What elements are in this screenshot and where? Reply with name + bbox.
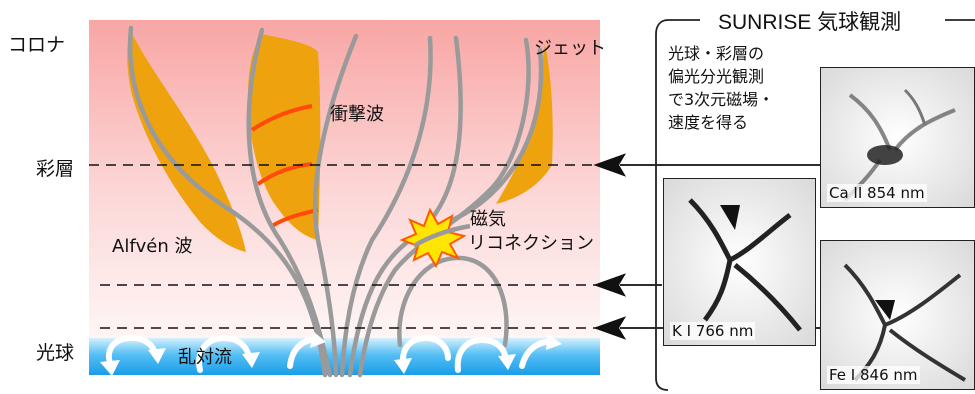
convection-arrowhead (498, 354, 516, 370)
description-line: 速度を得る (668, 113, 749, 132)
convection-arrow (196, 334, 253, 373)
reconnection-line (412, 223, 471, 248)
field-line (312, 33, 359, 378)
field-line (339, 35, 433, 378)
alfven-spicule (127, 30, 246, 252)
convection-arrow (105, 334, 159, 371)
sunrise-bracket (655, 19, 700, 391)
convection-arrow (400, 334, 451, 369)
convection-arrow (454, 336, 509, 373)
corona-label: コロナ (8, 34, 66, 56)
description-line: 偏光分光観測 (668, 67, 765, 86)
convection-arrowhead (100, 360, 120, 376)
shock-spicule (248, 34, 321, 240)
field-line (246, 27, 333, 378)
convection-arrowhead (394, 358, 412, 374)
ca-observation-panel: Ca II 854 nm (820, 67, 975, 208)
observation-description: 光球・彩層の 偏光分光観測 で3次元磁場・ 速度を得る (668, 42, 828, 134)
convection-arrowhead (546, 334, 562, 350)
convection-arrowhead (310, 332, 326, 348)
convection-label: 乱対流 (178, 347, 232, 368)
k-panel-caption: K I 766 nm (670, 322, 756, 340)
k-panel-image (663, 178, 816, 346)
reconnection-loop (397, 255, 509, 348)
sunrise-title: SUNRISE 気球観測 (718, 11, 902, 34)
shock-arc (250, 104, 313, 132)
ca-panel-caption: Ca II 854 nm (827, 184, 927, 202)
convection-arrowhead (242, 352, 260, 368)
convection-arrowhead (148, 348, 166, 364)
shock-arc (256, 162, 313, 186)
chromosphere-label: 彩層 (36, 158, 75, 180)
reconnection-label-line1: 磁気 (470, 209, 506, 230)
k-observation-panel: K I 766 nm (663, 178, 816, 346)
alfven-label: Alfvén 波 (112, 236, 193, 257)
description-line: 光球・彩層の (668, 44, 765, 63)
photosphere-label: 光球 (36, 342, 75, 364)
observation-arrowhead (593, 153, 627, 177)
fe-observation-panel: Fe I 846 nm (820, 240, 975, 390)
jet-label: ジェット (534, 38, 606, 59)
fe-panel-caption: Fe I 846 nm (827, 366, 920, 384)
observation-arrowhead (593, 273, 627, 297)
field-line (437, 47, 544, 228)
observation-arrowhead (593, 316, 627, 340)
shock-label: 衝撃波 (330, 104, 384, 125)
field-line (127, 25, 328, 378)
jet-spicule (496, 44, 553, 204)
description-line: で3次元磁場・ (668, 90, 775, 109)
fe-panel-image (820, 240, 975, 390)
reconnection-label-line2: リコネクション (468, 233, 594, 254)
